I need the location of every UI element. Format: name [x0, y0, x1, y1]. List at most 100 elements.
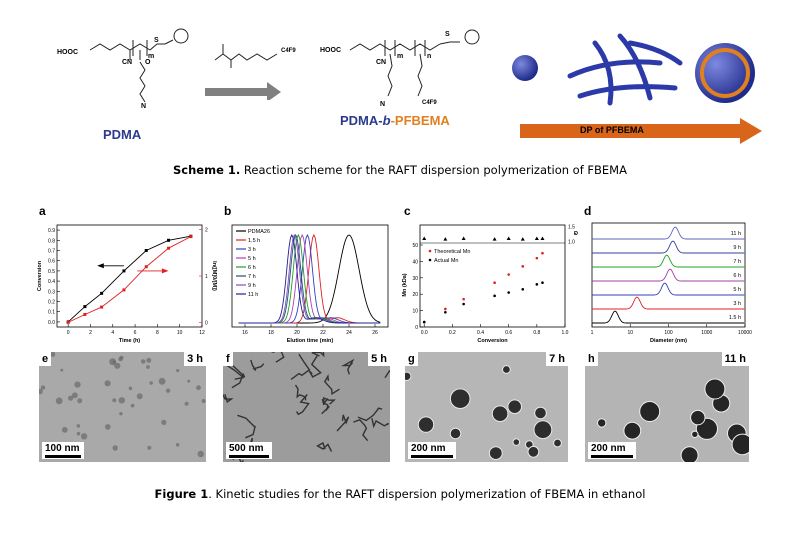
- x-tick-label-a: 4: [111, 330, 114, 336]
- x-tick-label-b: 22: [320, 330, 326, 336]
- x-tick-label-d: 100: [664, 330, 673, 336]
- tem-image-g: g 7 h 200 nm: [405, 352, 568, 462]
- dispersity-point-c: [443, 237, 448, 241]
- particle-e: [147, 445, 152, 450]
- worm-f: [371, 418, 390, 429]
- y-tick-label-a: 0.9: [48, 228, 55, 234]
- scheme-caption-text: Reaction scheme for the RAFT dispersion …: [240, 163, 627, 177]
- dispersity-point-c: [506, 236, 511, 240]
- particle-e: [80, 433, 88, 440]
- particle-e: [76, 424, 81, 428]
- worm-f: [250, 359, 265, 372]
- particle-e: [146, 365, 150, 369]
- particle-e: [149, 381, 153, 385]
- panel-label-c: c: [404, 204, 411, 218]
- panel-label-b: b: [224, 204, 232, 218]
- data-point-a-1: [66, 320, 70, 324]
- legend-label-b-4: 6 h: [248, 265, 256, 271]
- dls-trace-d-2: [592, 254, 745, 268]
- vesicle-h: [639, 401, 661, 422]
- x-axis-label-a: Time (h): [119, 338, 140, 344]
- legend-label-b-1: 1.5 h: [248, 238, 260, 244]
- data-point-c-1: [507, 291, 510, 294]
- figure-caption: Figure 1. Kinetic studies for the RAFT d…: [0, 487, 800, 501]
- vesicle-g: [405, 371, 412, 381]
- tem-image-f: f 5 h 500 nm: [223, 352, 390, 462]
- particle-e: [196, 385, 201, 391]
- data-point-a-0: [167, 238, 171, 242]
- x-tick-label-c: 0.4: [477, 330, 484, 336]
- c4f9-text-monomer: C4F9: [281, 48, 296, 54]
- x-tick-label-c: 0.6: [505, 330, 512, 336]
- legend-label-b-0: PDMA26: [248, 229, 270, 235]
- legend-marker-c-1: [428, 258, 432, 262]
- vesicle-h: [597, 418, 607, 428]
- tem-time-h: 11 h: [721, 352, 749, 366]
- particle-e: [55, 397, 63, 405]
- data-point-c-0: [507, 273, 510, 276]
- particle-e: [60, 368, 64, 372]
- monomer-and-arrow: C4F9: [205, 44, 296, 100]
- n-dimethyl-text-2: N: [380, 101, 385, 108]
- data-point-a-1: [144, 265, 148, 269]
- vesicle-g: [533, 420, 553, 440]
- dls-trace-d-1: [592, 240, 745, 254]
- legend-label-c-1: Actual Mn: [434, 258, 458, 264]
- particle-e: [161, 419, 167, 425]
- legend-marker-c-0: [428, 249, 432, 253]
- dp-arrow: [520, 118, 762, 144]
- particle-e: [197, 450, 204, 458]
- particle-e: [201, 399, 206, 403]
- dispersity-point-c: [461, 236, 466, 240]
- worm-f: [223, 393, 234, 404]
- scale-text-e: 100 nm: [45, 443, 80, 454]
- n-dimethyl-text: N: [141, 103, 146, 110]
- scale-text-g: 200 nm: [411, 443, 446, 454]
- y-tick-label-a: 0.2: [48, 300, 55, 306]
- legend-label-b-7: 11 h: [248, 292, 258, 298]
- tem-texture-e: [39, 352, 206, 459]
- worm-f: [323, 373, 340, 396]
- x-tick-label-a: 12: [199, 330, 205, 336]
- gpc-trace-b-6: [238, 233, 381, 324]
- tem-texture-g: [405, 365, 562, 460]
- worms-icon: [567, 33, 683, 106]
- tem-image-e: e 3 h 100 nm: [39, 352, 206, 462]
- particle-e: [105, 424, 111, 430]
- y-tick-label-c: 20: [412, 292, 418, 298]
- y2-tick-label-a: 0: [205, 320, 208, 326]
- vesicle-h: [704, 378, 726, 400]
- worm-f: [321, 396, 336, 406]
- s-text-2: S: [445, 31, 450, 38]
- cn-text-2: CN: [376, 59, 386, 66]
- particle-e: [128, 386, 133, 391]
- particle-e: [158, 377, 166, 385]
- dispersity-point-c: [534, 236, 539, 240]
- panel-label-a: a: [39, 204, 46, 218]
- legend-label-c-0: Theoretical Mn: [434, 249, 470, 255]
- y-tick-label-a: 0.0: [48, 320, 55, 326]
- dls-trace-d-3: [592, 268, 745, 282]
- worm-f: [270, 352, 285, 363]
- series-line-a-1: [67, 236, 192, 323]
- y2-tick-label-a: 1: [205, 274, 208, 280]
- hooc-text: HOOC: [57, 49, 78, 56]
- scale-bar-f: 500 nm: [226, 442, 272, 459]
- morphology-illustration: [512, 33, 762, 144]
- particle-e: [50, 352, 56, 357]
- s-text: S: [154, 37, 159, 44]
- vesicle-g: [449, 388, 471, 410]
- data-point-c-0: [521, 265, 525, 268]
- y-tick-label-a: 0.5: [48, 269, 55, 275]
- particle-e: [140, 359, 146, 364]
- y-tick-label-c: 0: [415, 325, 418, 331]
- particle-e: [184, 401, 189, 406]
- data-point-c-1: [444, 310, 447, 314]
- x-tick-label-b: 24: [346, 330, 352, 336]
- x-tick-label-d: 1000: [701, 330, 712, 336]
- y-tick-label-a: 0.8: [48, 238, 55, 244]
- sphere-icon: [512, 55, 538, 81]
- y2-axis-label-c: Đ: [574, 231, 578, 237]
- data-point-c-0: [493, 281, 496, 285]
- o-text: O: [145, 59, 151, 66]
